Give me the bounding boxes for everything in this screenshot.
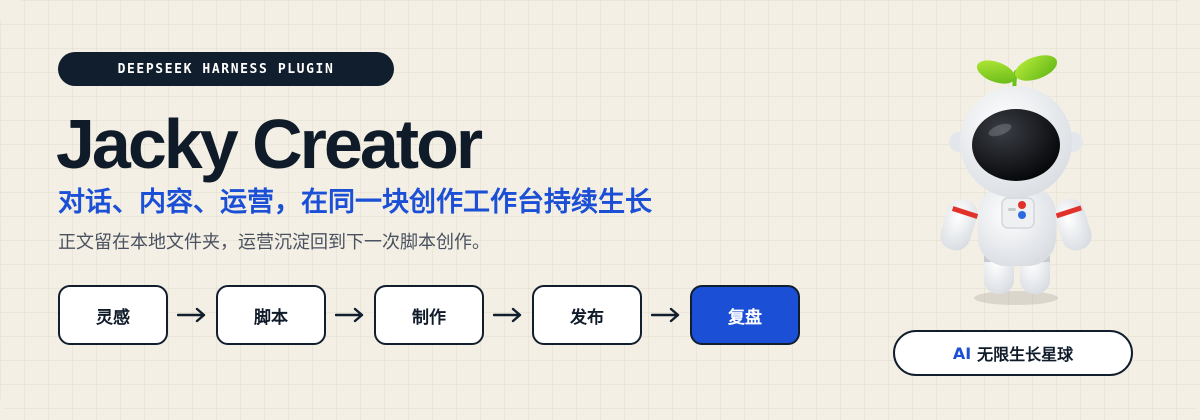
arrow-right-icon — [484, 285, 532, 345]
astronaut-mascot-icon — [930, 50, 1100, 310]
workflow-steps: 灵感 脚本 制作 发布 复盘 — [58, 285, 800, 345]
workflow-step-script[interactable]: 脚本 — [216, 285, 326, 345]
community-prefix: AI — [952, 343, 972, 363]
workflow-step-review[interactable]: 复盘 — [690, 285, 800, 345]
workflow-step-production[interactable]: 制作 — [374, 285, 484, 345]
page-tagline: 正文留在本地文件夹，运营沉淀回到下一次脚本创作。 — [58, 232, 490, 253]
page-subtitle: 对话、内容、运营，在同一块创作工作台持续生长 — [58, 187, 652, 218]
arrow-right-icon — [168, 285, 216, 345]
page-title: Jacky Creator — [56, 105, 483, 183]
arrow-right-icon — [326, 285, 374, 345]
plugin-badge: DEEPSEEK HARNESS PLUGIN — [58, 52, 394, 86]
workflow-step-publish[interactable]: 发布 — [532, 285, 642, 345]
community-label: 无限生长星球 — [977, 345, 1074, 364]
workflow-step-inspiration[interactable]: 灵感 — [58, 285, 168, 345]
arrow-right-icon — [642, 285, 690, 345]
community-pill[interactable]: AI 无限生长星球 — [893, 330, 1133, 376]
plugin-badge-label: DEEPSEEK HARNESS PLUGIN — [117, 61, 335, 77]
